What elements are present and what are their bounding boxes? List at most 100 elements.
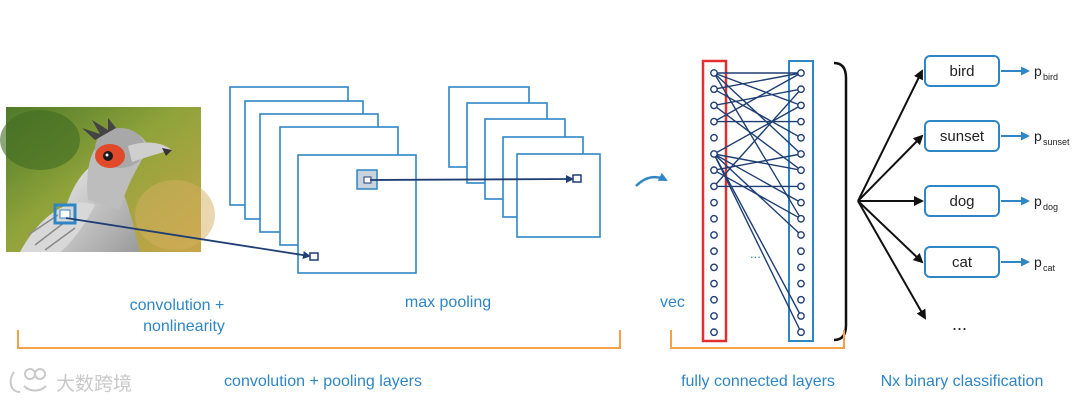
vector-node bbox=[710, 101, 718, 110]
vector-node bbox=[710, 295, 718, 304]
probability-subscript-bird: bird bbox=[1043, 72, 1058, 82]
conv-output-cell bbox=[309, 252, 319, 261]
hidden-node bbox=[797, 101, 805, 110]
class-box-bird bbox=[924, 55, 1000, 87]
watermark-text: 大数跨境 bbox=[56, 373, 132, 395]
fc-connection bbox=[713, 153, 802, 204]
vector-node bbox=[710, 312, 718, 320]
fc-connection bbox=[713, 153, 802, 171]
fully-connected-label: fully connected layers bbox=[681, 373, 835, 390]
pooled-output-cell bbox=[572, 174, 582, 183]
hidden-node bbox=[797, 69, 805, 77]
fc-connection bbox=[713, 72, 802, 123]
class-label-dog: dog bbox=[949, 193, 974, 210]
hidden-node bbox=[797, 214, 805, 223]
hidden-node bbox=[797, 166, 805, 175]
vector-nodes bbox=[710, 69, 718, 337]
hidden-column bbox=[788, 60, 814, 342]
watermark: 大数跨境 bbox=[9, 368, 132, 395]
fc-connection bbox=[713, 72, 802, 107]
vector-node bbox=[710, 263, 718, 272]
vector-node bbox=[710, 85, 718, 94]
hidden-node bbox=[797, 231, 805, 239]
hidden-node bbox=[797, 295, 805, 304]
hidden-node bbox=[797, 117, 805, 126]
vector-node bbox=[710, 117, 718, 126]
fc-connection bbox=[713, 88, 802, 187]
vector-node bbox=[710, 231, 718, 239]
conv-pool-bracket bbox=[17, 330, 621, 349]
class-arrow bbox=[857, 200, 924, 264]
probability-subscript-sunset: sunset bbox=[1043, 137, 1070, 147]
binary-classification-label: Nx binary classification bbox=[881, 373, 1044, 390]
probability-subscript-cat: cat bbox=[1043, 263, 1056, 273]
vector-node bbox=[710, 328, 718, 337]
probability-label-bird: p bbox=[1034, 63, 1042, 79]
hidden-node bbox=[797, 198, 805, 207]
fc-connection bbox=[713, 72, 802, 90]
hidden-node bbox=[797, 247, 805, 256]
class-label-cat: cat bbox=[952, 254, 973, 271]
conv-feature-maps bbox=[229, 86, 417, 274]
vec-label: vec bbox=[660, 294, 685, 311]
hidden-node bbox=[797, 312, 805, 320]
vector-node bbox=[710, 69, 718, 77]
class-arrow bbox=[857, 200, 926, 320]
max-pooling-label: max pooling bbox=[405, 294, 491, 311]
class-arrow bbox=[857, 69, 923, 202]
class-box-sunset bbox=[924, 120, 1000, 152]
class-arrow bbox=[857, 134, 924, 202]
vector-node bbox=[710, 198, 718, 207]
conv-pool-layers-label: convolution + pooling layers bbox=[224, 373, 422, 390]
input-receptive-field bbox=[53, 203, 77, 225]
vector-node bbox=[710, 182, 718, 191]
vector-node bbox=[710, 133, 718, 142]
hidden-nodes bbox=[797, 69, 805, 337]
flatten-arrow bbox=[635, 172, 668, 187]
vector-node bbox=[710, 166, 718, 175]
vector-node bbox=[710, 247, 718, 256]
probability-subscript-dog: dog bbox=[1043, 202, 1058, 212]
probability-label-sunset: p bbox=[1034, 128, 1042, 144]
hidden-node bbox=[797, 279, 805, 288]
input-image bbox=[0, 107, 215, 252]
fc-connection bbox=[713, 88, 802, 139]
class-box-cat bbox=[924, 246, 1000, 278]
probability-label-cat: p bbox=[1034, 254, 1042, 270]
conv-nonlinearity-label: convolution + bbox=[130, 297, 225, 314]
hidden-node bbox=[797, 263, 805, 272]
fc-connection bbox=[713, 153, 802, 317]
vector-node bbox=[710, 279, 718, 288]
vector-node bbox=[710, 150, 718, 158]
vector-node bbox=[710, 214, 718, 223]
hidden-node bbox=[797, 150, 805, 158]
hidden-node bbox=[797, 133, 805, 142]
class-label-bird: bird bbox=[949, 63, 974, 80]
hidden-node bbox=[797, 85, 805, 94]
pooling-window-inner bbox=[363, 176, 372, 184]
fc-connections bbox=[713, 72, 802, 333]
hidden-node bbox=[797, 328, 805, 337]
class-ellipsis: ... bbox=[952, 314, 967, 334]
vector-column bbox=[701, 59, 728, 343]
fc-connection bbox=[713, 153, 802, 333]
fc-connection bbox=[713, 169, 802, 220]
class-box-dog bbox=[924, 185, 1000, 217]
pooled-feature-map bbox=[516, 153, 601, 238]
input-receptive-field-inner bbox=[59, 209, 71, 219]
hidden-ellipsis: ... bbox=[750, 246, 761, 261]
fc-connection bbox=[713, 104, 802, 155]
fc-layers-bracket bbox=[670, 330, 845, 349]
fc-bracket bbox=[833, 61, 848, 342]
classification-arrows bbox=[857, 69, 926, 320]
probability-label-dog: p bbox=[1034, 193, 1042, 209]
conv-arrow bbox=[65, 217, 311, 260]
hidden-node bbox=[797, 182, 805, 191]
pool-arrow bbox=[369, 175, 574, 184]
conv-nonlinearity-label-line2: nonlinearity bbox=[143, 318, 225, 335]
class-label-sunset: sunset bbox=[940, 128, 985, 145]
pooled-feature-maps bbox=[448, 86, 601, 238]
watermark-logo-icon bbox=[9, 368, 47, 393]
